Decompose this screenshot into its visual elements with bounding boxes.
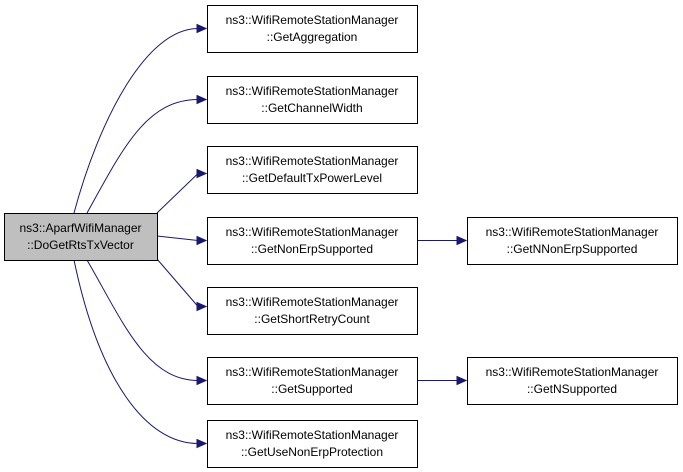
node-label-method: ::GetChannelWidth — [261, 101, 362, 115]
node-cw[interactable]: ns3::WifiRemoteStationManager::GetChanne… — [207, 76, 418, 124]
edge-root-to-sup — [86, 259, 199, 381]
node-box — [207, 287, 418, 335]
node-label-namespace: ns3::WifiRemoteStationManager — [226, 84, 399, 98]
node-dtp[interactable]: ns3::WifiRemoteStationManager::GetDefaul… — [207, 146, 418, 194]
node-label-namespace: ns3::WifiRemoteStationManager — [226, 13, 399, 27]
node-label-method: ::GetUseNonErpProtection — [241, 445, 383, 459]
node-box — [207, 146, 418, 194]
arrowhead-dtp — [196, 168, 208, 179]
arrowhead-unep — [196, 438, 208, 449]
node-box — [207, 420, 418, 468]
node-root[interactable]: ns3::AparfWifiManager::DoGetRtsTxVector — [4, 213, 158, 261]
arrowhead-nsup — [456, 375, 468, 386]
node-label-method: ::GetNonErpSupported — [251, 242, 373, 256]
node-label-namespace: ns3::WifiRemoteStationManager — [226, 428, 399, 442]
edge-root-to-cw — [86, 99, 199, 214]
node-label-namespace: ns3::AparfWifiManager — [19, 221, 141, 235]
node-label-method: ::GetSupported — [271, 382, 352, 396]
node-label-namespace: ns3::WifiRemoteStationManager — [486, 225, 659, 239]
node-nnerp[interactable]: ns3::WifiRemoteStationManager::GetNNonEr… — [467, 217, 678, 265]
arrowhead-nnerp — [456, 235, 468, 246]
node-label-method: ::GetDefaultTxPowerLevel — [242, 171, 382, 185]
node-box — [207, 357, 418, 405]
edge-root-to-unep — [73, 259, 199, 444]
node-label-method: ::GetAggregation — [267, 30, 358, 44]
node-label-namespace: ns3::WifiRemoteStationManager — [226, 365, 399, 379]
node-nerp[interactable]: ns3::WifiRemoteStationManager::GetNonErp… — [207, 217, 418, 265]
node-unep[interactable]: ns3::WifiRemoteStationManager::GetUseNon… — [207, 420, 418, 468]
node-sup[interactable]: ns3::WifiRemoteStationManager::GetSuppor… — [207, 357, 418, 405]
edge-root-to-nerp — [156, 235, 199, 241]
node-label-method: ::GetNNonErpSupported — [507, 242, 638, 256]
node-label-method: ::GetNSupported — [527, 382, 617, 396]
arrowhead-sup — [196, 375, 208, 386]
edge-root-to-src — [156, 258, 199, 307]
node-box — [467, 217, 678, 265]
node-box — [467, 357, 678, 405]
arrowhead-agg — [196, 23, 208, 34]
arrowhead-nerp — [196, 235, 208, 246]
node-label-namespace: ns3::WifiRemoteStationManager — [226, 154, 399, 168]
node-label-namespace: ns3::WifiRemoteStationManager — [486, 365, 659, 379]
node-nsup[interactable]: ns3::WifiRemoteStationManager::GetNSuppo… — [467, 357, 678, 405]
node-box — [207, 76, 418, 124]
node-box — [207, 217, 418, 265]
arrowhead-cw — [196, 94, 208, 105]
edge-root-to-dtp — [156, 173, 199, 214]
node-src[interactable]: ns3::WifiRemoteStationManager::GetShortR… — [207, 287, 418, 335]
node-agg[interactable]: ns3::WifiRemoteStationManager::GetAggreg… — [207, 5, 418, 53]
node-label-namespace: ns3::WifiRemoteStationManager — [226, 225, 399, 239]
node-label-namespace: ns3::WifiRemoteStationManager — [226, 295, 399, 309]
node-box — [207, 5, 418, 53]
node-label-method: ::DoGetRtsTxVector — [27, 238, 134, 252]
edge-root-to-agg — [73, 28, 199, 214]
node-box — [4, 213, 158, 261]
arrowhead-src — [196, 301, 208, 312]
node-label-method: ::GetShortRetryCount — [254, 312, 370, 326]
